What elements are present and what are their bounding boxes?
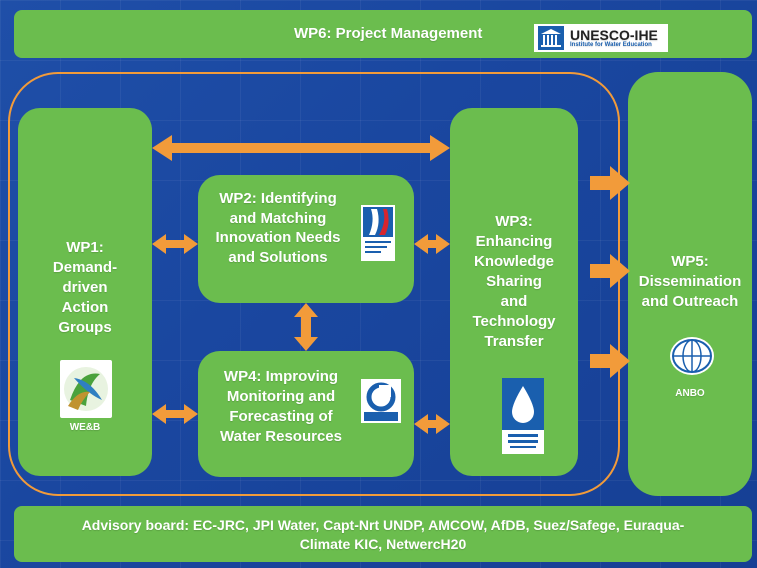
wp5-logo-text: ANBO [675, 388, 705, 399]
wp1-wp4-double-arrow [152, 404, 198, 424]
wp6-title: WP6: Project Management [294, 25, 483, 42]
wp1-wp3-double-arrow [152, 135, 450, 161]
wp1-logo-text: WE&B [69, 422, 101, 433]
core-workpackages-frame [8, 72, 620, 496]
unesco-name: UNESCO-IHE [570, 27, 658, 43]
wp4-wp3-double-arrow [414, 414, 450, 434]
wp2-wp3-double-arrow [414, 234, 450, 254]
wp3-wp5-arrow-top [590, 166, 630, 200]
itc-logo [361, 379, 401, 423]
web-logo [60, 360, 112, 418]
unesco-ihe-logo: UNESCO-IHE Institute for Water Education [534, 24, 668, 52]
wp3-wp5-arrow-bottom [590, 344, 630, 378]
wp3-wp5-arrow-middle [590, 254, 630, 288]
wp2-wp4-double-arrow [294, 303, 318, 351]
unesco-subtitle: Institute for Water Education [570, 42, 652, 48]
wp6-project-management-box: WP6: Project Management UNESCO-IHE Insti… [14, 10, 752, 58]
wp1-wp2-double-arrow [152, 234, 198, 254]
advisory-board-box: Advisory board: EC-JRC, JPI Water, Capt-… [14, 506, 752, 562]
anbo-logo [668, 334, 716, 378]
oieau-logo [361, 205, 395, 261]
unesco-temple-icon [538, 26, 564, 50]
wrc-logo [502, 378, 544, 454]
advisory-board-label: Advisory board: EC-JRC, JPI Water, Capt-… [81, 517, 685, 552]
